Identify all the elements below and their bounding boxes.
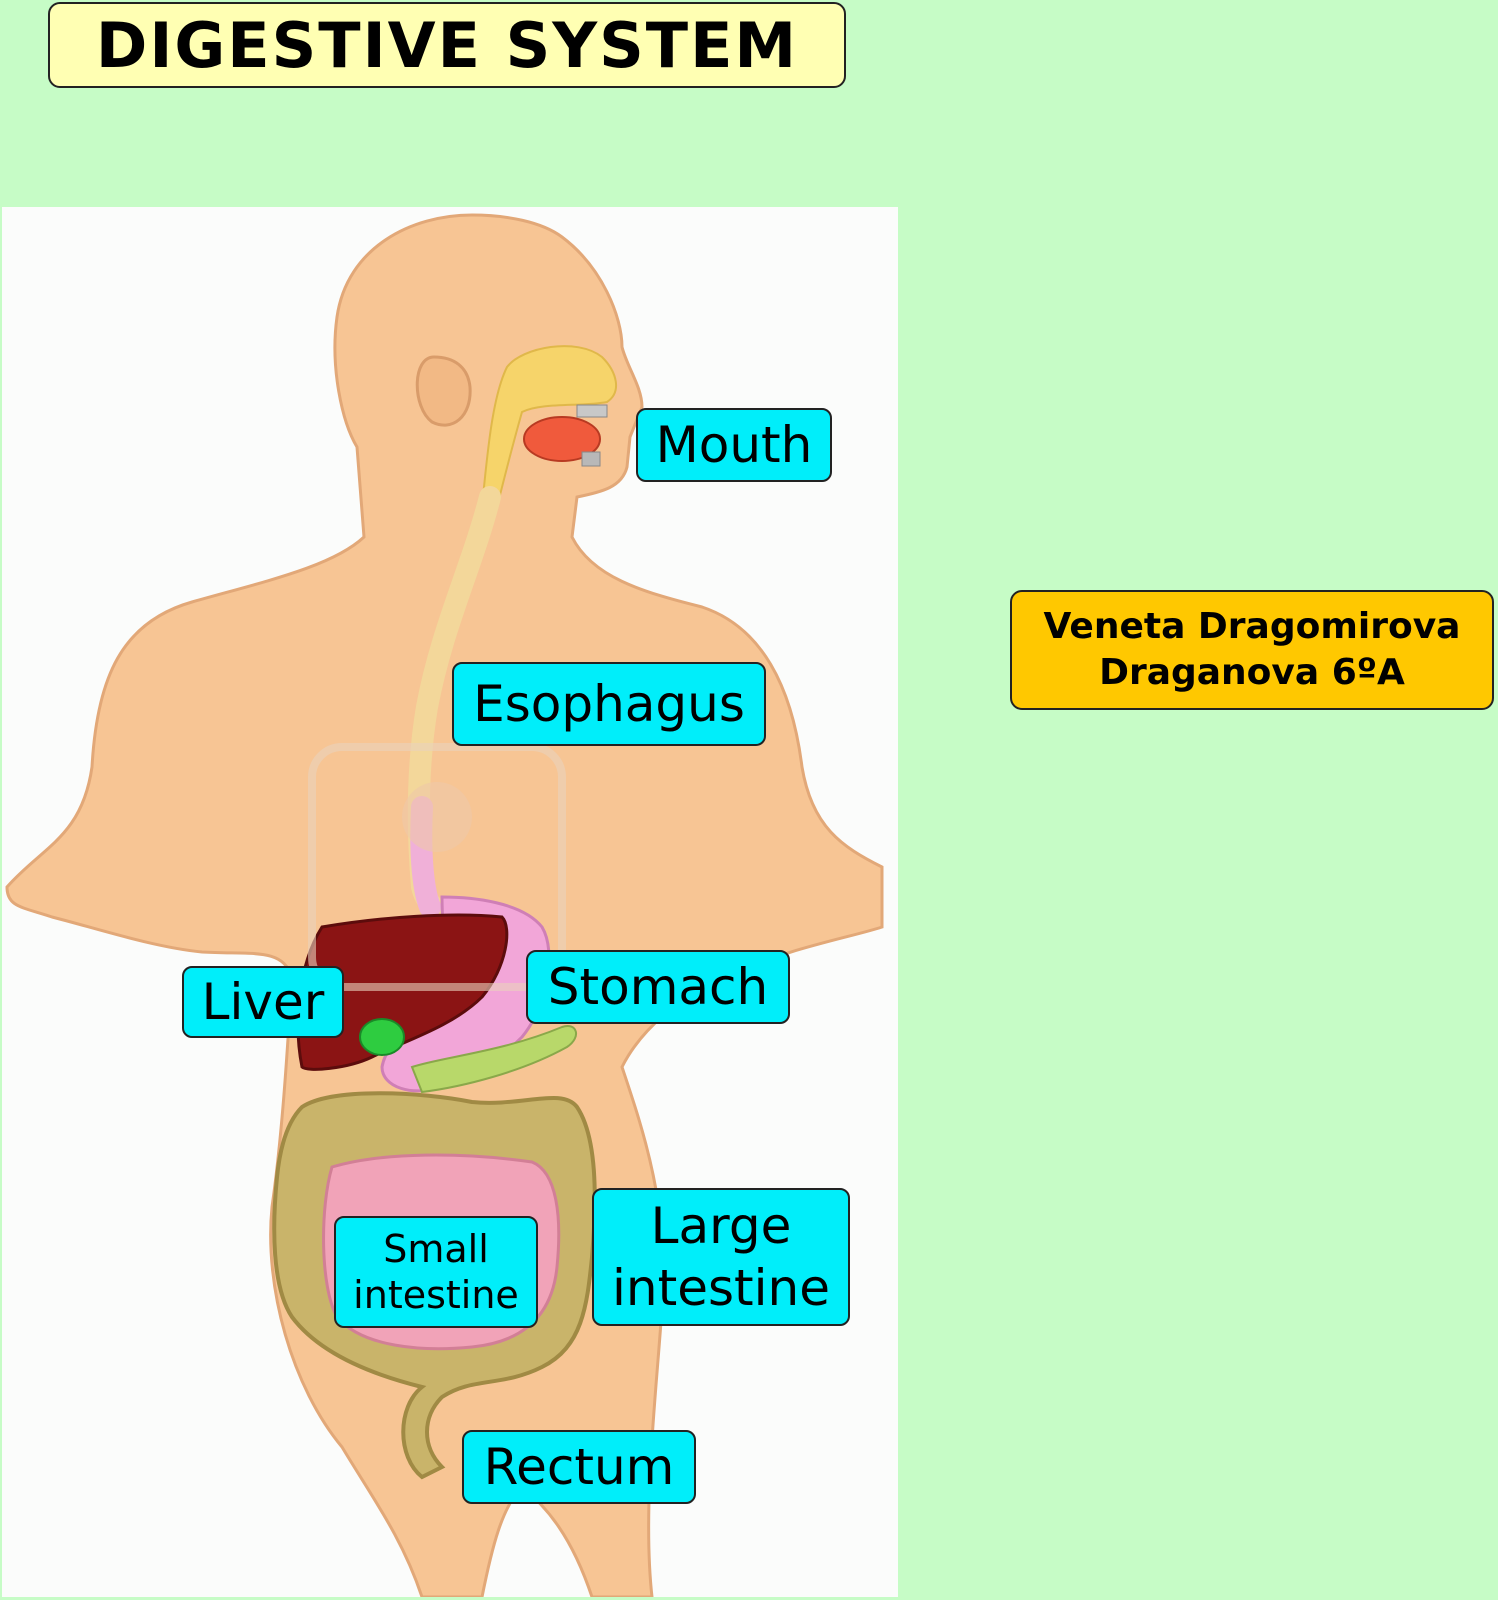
large-intestine-label-line2: intestine: [612, 1259, 830, 1317]
small-intestine-label-line2: intestine: [353, 1273, 519, 1317]
ear: [415, 355, 472, 427]
author-name-line1: Veneta Dragomirova: [1043, 606, 1461, 647]
gallbladder: [359, 1018, 405, 1056]
small-intestine-label: Small intestine: [334, 1216, 538, 1328]
nasal-cavity: [480, 345, 617, 508]
liver-label: Liver: [182, 966, 344, 1038]
page-title: DIGESTIVE SYSTEM: [48, 2, 846, 88]
small-intestine-label-line1: Small: [383, 1227, 489, 1271]
large-intestine-label-line1: Large: [650, 1197, 792, 1255]
esophagus-label: Esophagus: [452, 662, 766, 746]
liver-label-text: Liver: [201, 973, 325, 1031]
upper-teeth: [576, 404, 608, 418]
author-name-line2: Draganova 6ºA: [1099, 652, 1405, 693]
tongue: [523, 416, 601, 462]
esophagus-label-text: Esophagus: [473, 675, 745, 733]
mouth-label: Mouth: [636, 408, 832, 482]
pancreas: [410, 1025, 577, 1094]
author-badge: Veneta Dragomirova Draganova 6ºA: [1010, 590, 1494, 710]
mouth-label-text: Mouth: [655, 416, 813, 474]
rectum-label: Rectum: [462, 1430, 696, 1504]
rectum-label-text: Rectum: [483, 1438, 675, 1496]
large-intestine-label: Large intestine: [592, 1188, 850, 1326]
teeth: [581, 451, 601, 467]
stomach-label-text: Stomach: [547, 958, 769, 1016]
stomach-label: Stomach: [526, 950, 790, 1024]
liver-organ: [296, 913, 509, 1071]
